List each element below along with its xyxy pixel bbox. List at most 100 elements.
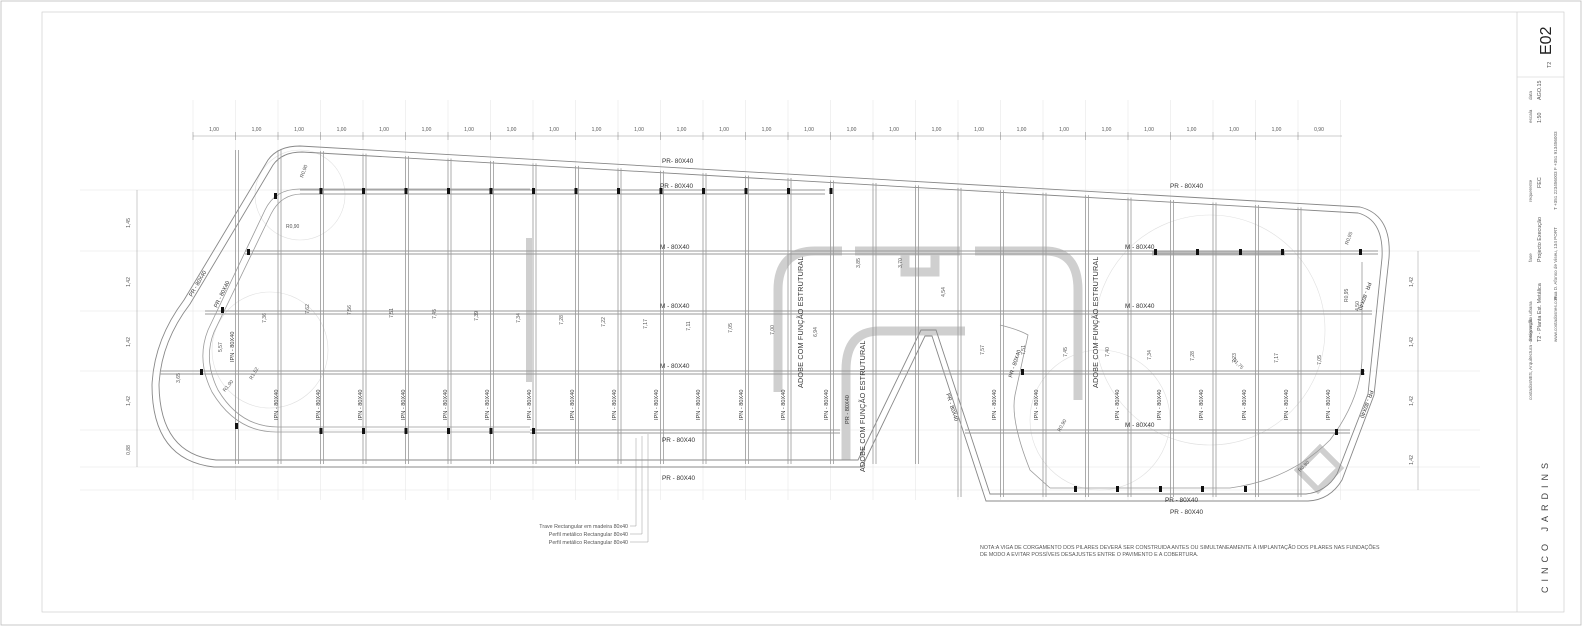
ipn-label: IPN - 80X40 <box>696 390 702 420</box>
top-dim: 1,00 <box>337 127 347 133</box>
post-length: 7,34 <box>516 313 522 323</box>
column-marker <box>200 369 203 375</box>
post-length: 7,39 <box>474 311 480 321</box>
beam-label: M - 80X40 <box>660 303 690 310</box>
leader-line <box>630 436 643 535</box>
post-length: 7,62 <box>305 304 311 314</box>
top-dim: 1,00 <box>932 127 942 133</box>
ipn-label: IPN - 80X40 <box>824 390 830 420</box>
column-marker <box>702 188 705 194</box>
ipn-label: IPN - 80X40 <box>1157 390 1163 420</box>
project-name: CINCO JARDINS <box>1540 458 1550 593</box>
radius-label: R1,75 <box>1231 357 1245 371</box>
post-length: 3,85 <box>856 258 862 268</box>
top-dim: 1,00 <box>719 127 729 133</box>
column-marker <box>404 428 408 434</box>
top-dim: 1,00 <box>379 127 389 133</box>
ipn-label: IPN - 80X40 <box>316 390 322 420</box>
phone-info: T +351 223456003 F +351 913456003 <box>1553 131 1558 210</box>
left-small-dim: 3,65 <box>176 373 182 383</box>
column-marker <box>319 428 323 434</box>
top-dim: 1,00 <box>592 127 602 133</box>
inner-curved-beam <box>202 188 1363 489</box>
ipn-label: IPN - 80X40 <box>358 390 364 420</box>
top-dim: 1,00 <box>1187 127 1197 133</box>
post-length: 7,51 <box>1021 345 1027 355</box>
curved-beam-outer <box>202 188 530 433</box>
scale-value: 1:50 <box>1537 113 1543 124</box>
drawing-frame <box>41 11 1565 613</box>
post-length: 4,54 <box>941 287 947 297</box>
top-dim: 1,00 <box>507 127 517 133</box>
top-dim: 0,90 <box>1314 127 1324 133</box>
beam-label: PR - 80X40 <box>1170 509 1203 516</box>
right-dim: 1,42 <box>1409 277 1415 287</box>
legend-item: Perfil metálico Rectangular 80x40 <box>549 540 628 546</box>
adobe-label: ADOBE COM FUNÇÃO ESTRUTURAL <box>858 340 867 472</box>
top-dimension-chain: 1,00 1,00 1,00 1,00 1,00 1,00 1,00 1,00 1,00 1,00… <box>192 127 1342 140</box>
legend-item: Perfil metálico Rectangular 80x40 <box>549 532 628 538</box>
client-value: FEC <box>1537 177 1543 188</box>
beam-label: M - 80X40 <box>1125 303 1155 310</box>
left-dimension-chain: 1,45 1,42 1,42 1,42 0,88 3,65 <box>126 190 182 467</box>
left-dim: 1,42 <box>126 396 132 406</box>
sheet-number: T2 <box>1547 62 1553 68</box>
column-marker <box>221 307 224 313</box>
post-length: 7,51 <box>389 308 395 318</box>
radius-label: R1,90 <box>222 379 235 393</box>
column-marker <box>1196 249 1199 255</box>
top-dim: 1,00 <box>677 127 687 133</box>
top-dim: 1,00 <box>1017 127 1027 133</box>
construction-circle <box>1029 349 1171 491</box>
post-length: 7,40 <box>1105 347 1111 357</box>
adobe-walls <box>526 238 1345 495</box>
ipn-label: IPN - 80X40 <box>612 390 618 420</box>
top-dim: 1,00 <box>847 127 857 133</box>
top-dim: 1,00 <box>1229 127 1239 133</box>
ipn-label: IPN - 80X40 <box>654 390 660 420</box>
left-dim: 1,42 <box>126 277 132 287</box>
ipn-label: IPN - 80X40 <box>1034 390 1040 420</box>
legend-leaders <box>630 434 649 543</box>
post-length: 4,50 <box>1355 301 1361 311</box>
left-dim: 1,42 <box>126 337 132 347</box>
top-dim: 1,00 <box>1102 127 1112 133</box>
top-dim: 1,00 <box>889 127 899 133</box>
post-length: 7,05 <box>1317 355 1323 365</box>
post-length: 7,17 <box>643 319 649 329</box>
curved-beam-inner <box>209 193 530 428</box>
column-marker <box>787 188 790 194</box>
column-markers <box>200 188 1364 492</box>
column-marker <box>744 188 748 194</box>
column-marker <box>1359 249 1362 255</box>
date-value: AGO.15 <box>1537 81 1543 100</box>
beam-label: IPN - 80X40 <box>230 332 236 362</box>
beam-label: M - 80X40 <box>1125 244 1155 251</box>
column-marker <box>1335 429 1338 435</box>
radius-label: R0,90 <box>299 164 309 179</box>
beam-label: PR- 80X40 <box>662 158 694 165</box>
web-info: www.costadosnes.com <box>1553 295 1558 342</box>
column-marker <box>362 428 365 434</box>
date-label: data <box>1528 91 1533 100</box>
beam-label: M - 80X40 <box>660 244 690 251</box>
top-dim: 1,00 <box>1144 127 1154 133</box>
beam-label: M - 80X40 <box>660 363 690 370</box>
column-marker <box>489 188 493 194</box>
post-length: 3,70 <box>898 258 904 268</box>
office-info: costadosNES, Arquitectura - Intervenção … <box>1528 301 1533 400</box>
beam-label: PR - 80X40 <box>660 183 693 190</box>
beam-label: PR - 80X40 <box>944 393 959 422</box>
post-length: 7,22 <box>601 317 607 327</box>
construction-circle <box>1094 214 1326 446</box>
column-marker <box>1021 369 1024 375</box>
right-dim: 1,42 <box>1409 337 1415 347</box>
beam-label: PR - 80X40 <box>1170 183 1203 190</box>
leader-line <box>630 434 649 543</box>
construction-note: NOTA:A VIGA DE CORGAMENTO DOS PILARES DE… <box>980 544 1380 551</box>
ipn-label: IPN - 80X40 <box>570 390 576 420</box>
post-length: 7,28 <box>1190 351 1196 361</box>
top-dim: 1,00 <box>1059 127 1069 133</box>
column-marker <box>1361 369 1364 375</box>
